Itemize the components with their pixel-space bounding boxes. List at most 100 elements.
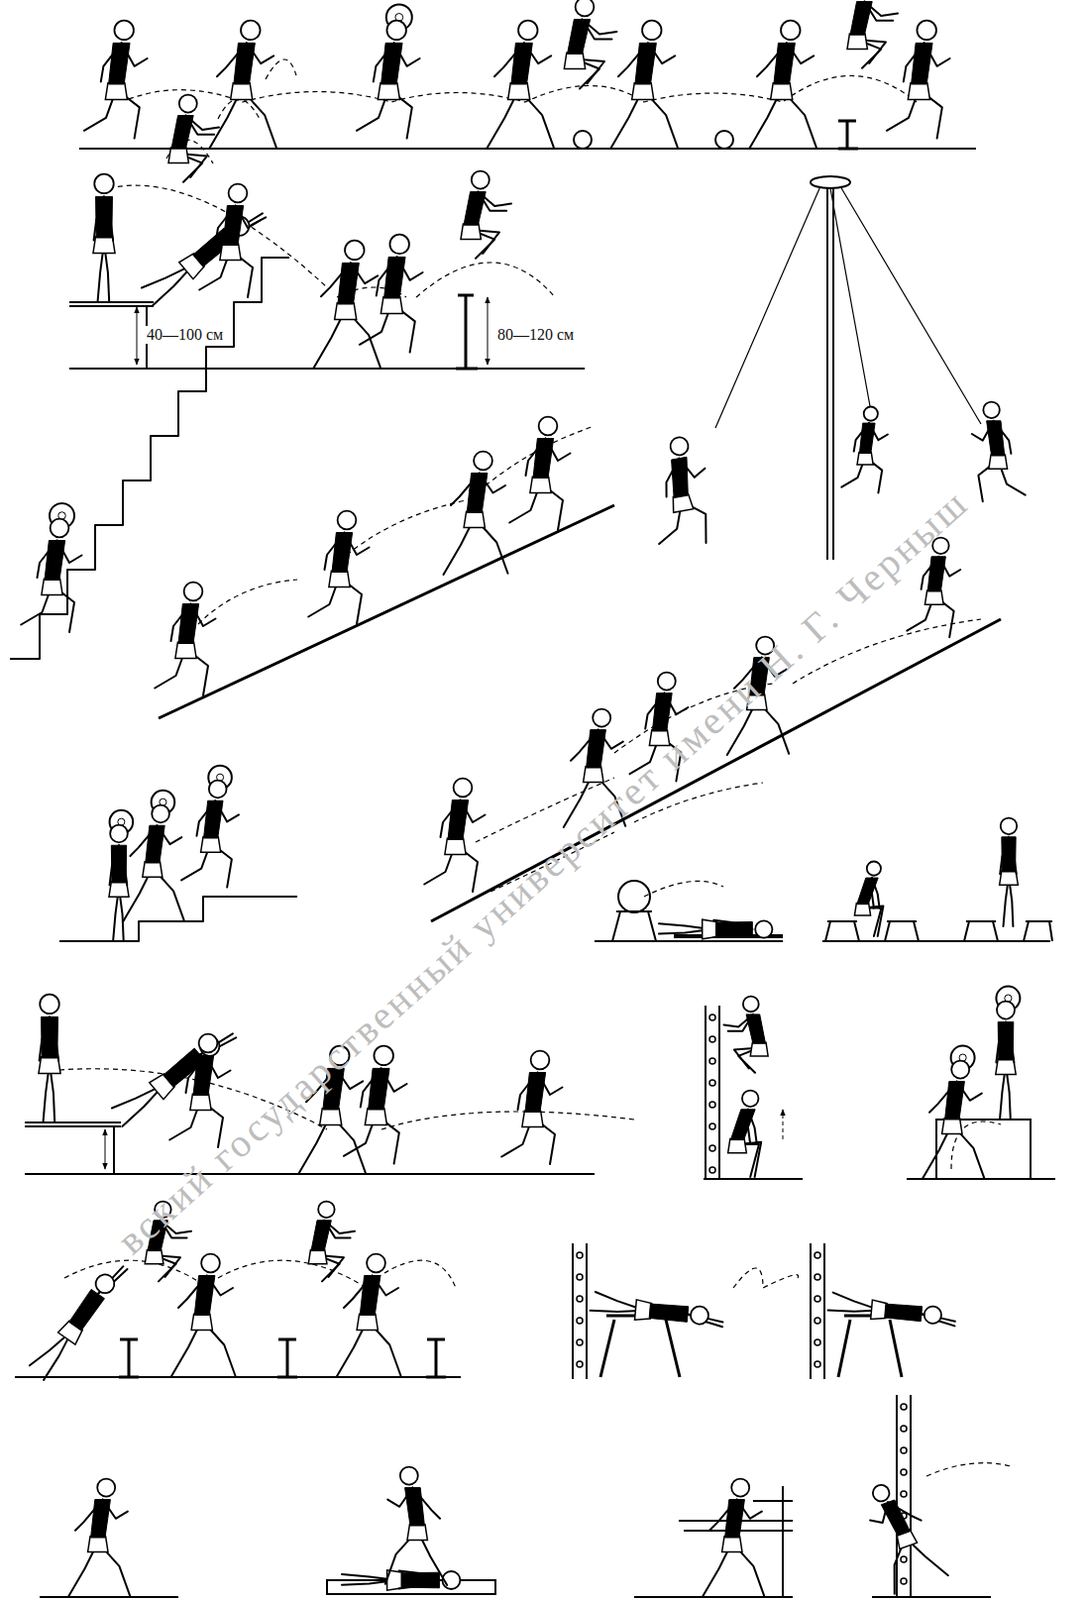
singlet (927, 556, 946, 592)
arm (903, 42, 925, 82)
singlet (666, 456, 693, 498)
shorts (93, 236, 115, 254)
bar-rung (576, 1339, 583, 1346)
bar-rung (709, 1080, 716, 1087)
arm (864, 1, 898, 16)
singlet (859, 423, 875, 453)
ground-line (822, 940, 1051, 943)
arm (57, 541, 83, 564)
shorts (702, 919, 718, 940)
bar-rung (900, 1425, 907, 1432)
singlet (652, 693, 672, 732)
shorts (191, 1313, 213, 1330)
athlete-figure (749, 20, 817, 149)
arm (518, 1073, 539, 1111)
arm (929, 1082, 958, 1113)
head (755, 920, 772, 938)
jump-trajectory (926, 1463, 1011, 1477)
shorts (356, 1313, 378, 1330)
athlete-figure (841, 406, 888, 493)
shorts (328, 570, 350, 587)
shorts (380, 297, 403, 315)
wall-bars (896, 1395, 911, 1598)
hurdle (426, 1339, 446, 1378)
head (179, 95, 198, 113)
arm (477, 192, 512, 207)
head (742, 1090, 760, 1108)
arm (207, 1276, 233, 1297)
shorts (722, 1536, 743, 1553)
shorts (563, 52, 585, 69)
shorts (907, 83, 930, 101)
head (453, 778, 473, 798)
singlet (193, 1056, 215, 1096)
arm (101, 42, 122, 82)
head (109, 825, 128, 844)
athlete-figure (486, 20, 554, 149)
head (240, 20, 260, 40)
head (923, 1305, 943, 1325)
athletes (20, 0, 1025, 1598)
shorts (857, 452, 873, 465)
hurdle (838, 120, 859, 149)
arm (412, 1488, 440, 1520)
head (916, 20, 937, 40)
shorts (230, 83, 253, 101)
arm (748, 1109, 758, 1145)
head (473, 451, 493, 471)
wall-bars (810, 1243, 825, 1380)
head (951, 1061, 970, 1080)
jump-trajectory (166, 59, 298, 164)
arm (235, 206, 261, 229)
arm (450, 473, 480, 507)
bar-rung (709, 1058, 716, 1065)
shorts (463, 511, 485, 528)
athlete-figure (93, 174, 115, 303)
shorts (854, 903, 870, 916)
athlete-figure (181, 765, 239, 888)
arm (206, 1056, 231, 1080)
shorts (364, 1108, 387, 1126)
shorts (847, 33, 868, 50)
dimension-label: 80—120 см (495, 326, 576, 344)
shorts (770, 83, 793, 101)
bar-rung (900, 1404, 907, 1411)
athlete-figure (27, 1255, 128, 1384)
athlete-figure (858, 1473, 949, 1595)
arm (659, 458, 685, 498)
head (780, 20, 801, 40)
athlete-figure (424, 778, 485, 892)
head (373, 1046, 394, 1067)
wall-bars (572, 1243, 587, 1380)
shorts (942, 1118, 963, 1135)
head (337, 511, 357, 531)
head (366, 1254, 386, 1274)
head (592, 709, 611, 728)
shorts (190, 1093, 212, 1110)
singlet (986, 421, 1005, 456)
bar-rung (900, 1491, 907, 1498)
ground-line (39, 1596, 179, 1599)
equipment (9, 120, 1056, 1598)
head (50, 519, 70, 539)
bar-rung (900, 1469, 907, 1476)
athlete-figure (563, 0, 617, 89)
singlet (204, 800, 223, 839)
head (113, 20, 134, 40)
jump-trajectory (59, 1069, 635, 1130)
arm (109, 845, 119, 885)
shorts (334, 303, 357, 321)
athlete-figure (886, 20, 951, 139)
shorts (999, 870, 1019, 885)
shorts (320, 1108, 342, 1126)
jump-trajectory (733, 1268, 799, 1289)
arm (196, 800, 216, 836)
ball (573, 130, 592, 149)
support-frame (678, 1486, 793, 1598)
arm (995, 1022, 1006, 1064)
arm (157, 825, 183, 845)
arm (854, 423, 870, 452)
athlete-figure (108, 810, 133, 942)
arm (1008, 837, 1017, 874)
wall-bars (705, 1005, 720, 1180)
